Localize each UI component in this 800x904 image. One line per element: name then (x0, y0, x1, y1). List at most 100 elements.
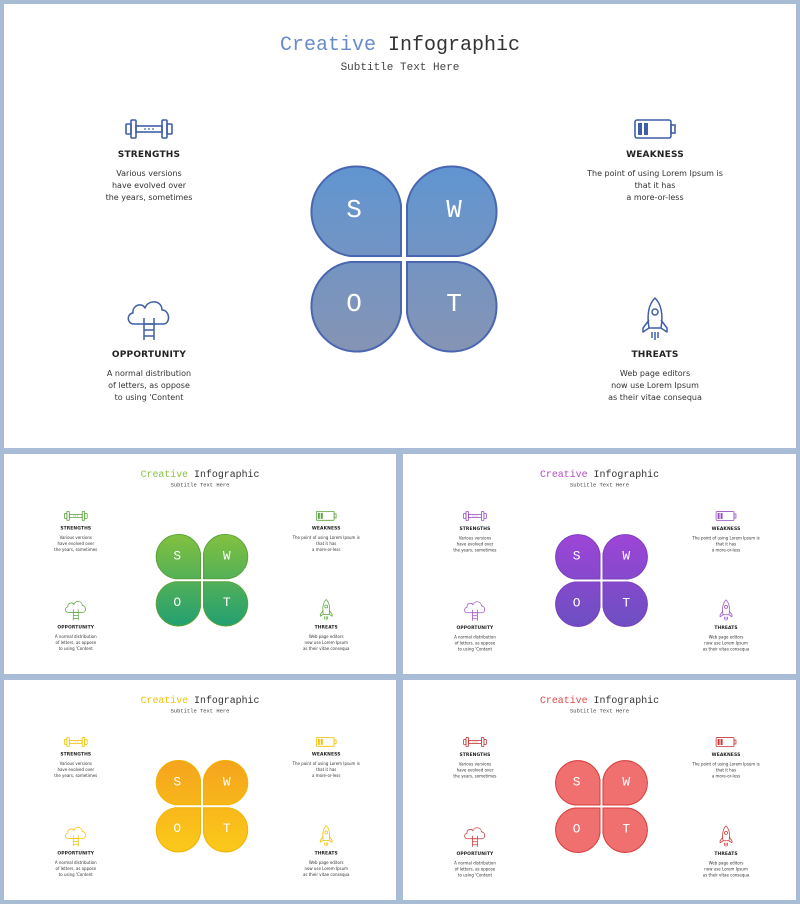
swot-petals-diagram: S W O T (555, 760, 648, 853)
title-accent: Creative (140, 468, 189, 481)
battery-icon (315, 737, 337, 747)
strengths-text: Various versions have evolved over the y… (438, 761, 512, 779)
weakness-text: The point of using Lorem Ipsum is that i… (289, 535, 363, 553)
opportunity-line: of letters, as oppose (55, 640, 97, 646)
opportunity-block: OPPORTUNITY A normal distribution of let… (74, 296, 224, 404)
opportunity-block: OPPORTUNITY A normal distribution of let… (438, 599, 512, 653)
opportunity-line: A normal distribution (454, 635, 496, 640)
swot-letter-w: W (446, 195, 462, 225)
strengths-heading: STRENGTHS (60, 752, 92, 758)
swot-letter-o: O (573, 821, 581, 836)
opportunity-block: OPPORTUNITY A normal distribution of let… (39, 599, 113, 652)
opportunity-line: of letters, as oppose (454, 867, 496, 872)
slide-title: Creative Infographic (4, 34, 796, 57)
threats-block: THREATS Web page editors now use Lorem I… (289, 599, 363, 652)
swot-petal-s (310, 165, 402, 257)
strengths-line: Various versions (59, 761, 92, 767)
swot-petal-w (406, 165, 498, 257)
cloud-ladder-icon (464, 601, 485, 621)
battery-icon (715, 511, 737, 521)
slide-purple: Creative Infographic Subtitle Text Here … (403, 454, 796, 674)
threats-line: as their vitae consequa (608, 393, 702, 402)
weakness-block: WEAKNESS The point of using Lorem Ipsum … (289, 509, 363, 553)
swot-petal-s (155, 759, 201, 806)
threats-line: as their vitae consequa (702, 873, 750, 878)
weakness-block: WEAKNESS The point of using Lorem Ipsum … (689, 510, 763, 554)
opportunity-line: A normal distribution (106, 369, 192, 378)
slide-title: Creative Infographic (403, 695, 796, 706)
swot-petal-w (202, 533, 249, 580)
threats-block: THREATS Web page editors now use Lorem I… (689, 825, 763, 879)
strengths-line: the years, sometimes (105, 193, 193, 202)
slide-subtitle: Subtitle Text Here (170, 708, 230, 715)
weakness-heading: WEAKNESS (711, 752, 741, 758)
opportunity-block: OPPORTUNITY A normal distribution of let… (438, 825, 512, 879)
cloud-ladder-icon (65, 827, 86, 847)
opportunity-line: of letters, as oppose (108, 381, 190, 390)
threats-line: Web page editors (619, 369, 691, 378)
swot-petal-o (310, 261, 402, 353)
opportunity-text: A normal distribution of letters, as opp… (74, 368, 224, 404)
swot-letter-t: T (622, 821, 630, 836)
slide-main-blue: Creative Infographic Subtitle Text Here … (4, 4, 796, 448)
slide-red: Creative Infographic Subtitle Text Here … (403, 680, 796, 900)
strengths-text: Various versions have evolved over the y… (39, 535, 113, 553)
swot-letter-t: T (223, 595, 231, 610)
weakness-line: a more-or-less (711, 547, 741, 553)
strengths-block: STRENGTHS Various versions have evolved … (39, 735, 113, 779)
swot-petal-o (155, 581, 201, 627)
opportunity-line: to using 'Content (58, 872, 93, 877)
swot-letter-t: T (446, 289, 462, 319)
opportunity-line: A normal distribution (454, 861, 496, 866)
opportunity-line: of letters, as oppose (55, 866, 97, 872)
weakness-heading: WEAKNESS (711, 526, 741, 532)
weakness-line: The point of using Lorem Ipsum is (587, 169, 723, 178)
strengths-line: Various versions (59, 535, 92, 541)
opportunity-text: A normal distribution of letters, as opp… (438, 635, 512, 653)
weakness-line: The point of using Lorem Ipsum is (292, 761, 360, 767)
threats-line: now use Lorem Ipsum (704, 867, 748, 872)
opportunity-heading: OPPORTUNITY (456, 851, 494, 857)
rocket-icon (642, 297, 668, 340)
strengths-block: STRENGTHS Various versions have evolved … (74, 116, 224, 204)
slide-green: Creative Infographic Subtitle Text Here … (4, 454, 396, 674)
swot-petal-w (202, 759, 249, 806)
swot-petals-diagram: S W O T (155, 759, 249, 853)
threats-block: THREATS Web page editors now use Lorem I… (689, 599, 763, 653)
strengths-line: have evolved over (57, 541, 95, 547)
title-rest: Infographic (388, 34, 521, 57)
threats-heading: THREATS (631, 350, 679, 360)
swot-petals-diagram: S W O T (310, 165, 498, 353)
opportunity-heading: OPPORTUNITY (57, 625, 95, 631)
weakness-text: The point of using Lorem Ipsum is that i… (580, 168, 730, 204)
strengths-line: Various versions (458, 535, 492, 541)
opportunity-line: to using 'Content (457, 873, 493, 878)
swot-petals-diagram: S W O T (155, 533, 249, 627)
swot-petal-s (155, 533, 201, 580)
rocket-icon (319, 599, 333, 621)
weakness-text: The point of using Lorem Ipsum is that i… (689, 761, 763, 779)
swot-letter-s: S (173, 774, 181, 789)
swot-letter-s: S (173, 548, 181, 563)
strengths-block: STRENGTHS Various versions have evolved … (39, 509, 113, 553)
swot-letter-o: O (173, 821, 181, 836)
rocket-icon (719, 825, 733, 847)
weakness-line: a more-or-less (626, 193, 684, 202)
opportunity-text: A normal distribution of letters, as opp… (438, 861, 512, 879)
weakness-block: WEAKNESS The point of using Lorem Ipsum … (289, 735, 363, 779)
dumbbell-icon (125, 119, 173, 139)
threats-line: now use Lorem Ipsum (304, 640, 348, 646)
opportunity-heading: OPPORTUNITY (57, 851, 95, 857)
rocket-icon (319, 825, 333, 847)
strengths-line: have evolved over (456, 767, 494, 773)
slide-subtitle: Subtitle Text Here (570, 708, 629, 715)
strengths-text: Various versions have evolved over the y… (74, 168, 224, 204)
slide-subtitle: Subtitle Text Here (170, 482, 230, 489)
opportunity-line: A normal distribution (54, 634, 97, 640)
threats-line: Web page editors (308, 634, 344, 640)
weakness-line: that it has (634, 181, 676, 190)
strengths-text: Various versions have evolved over the y… (39, 761, 113, 779)
weakness-line: The point of using Lorem Ipsum is (692, 761, 760, 767)
strengths-line: have evolved over (57, 767, 95, 773)
swot-letter-w: W (622, 775, 630, 790)
